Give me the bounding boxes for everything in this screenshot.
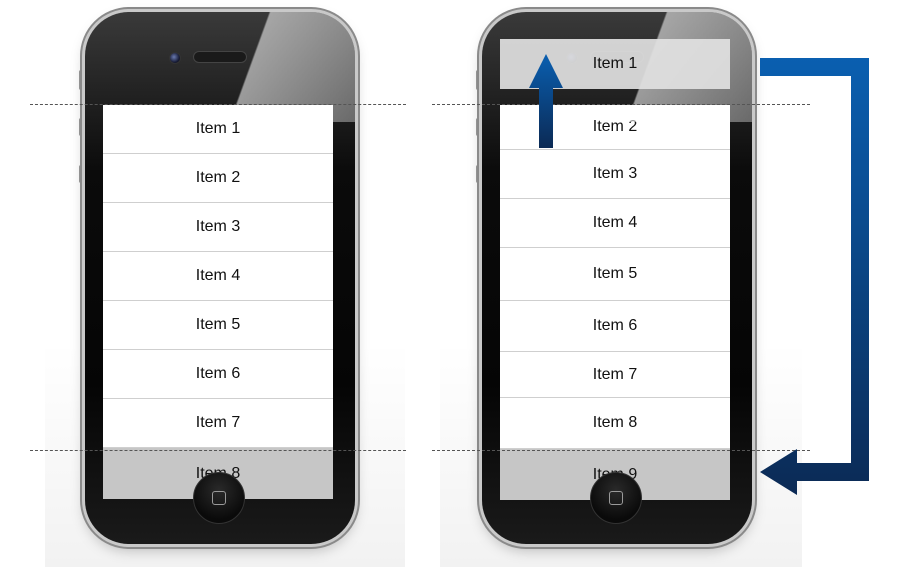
table-row[interactable]: Item 5 <box>500 248 730 301</box>
table-row[interactable]: Item 1 <box>103 105 333 154</box>
right-phone: Item 2 Item 3 Item 4 Item 5 Item 6 Item … <box>482 12 752 544</box>
left-phone-power-button <box>265 9 295 13</box>
table-row[interactable]: Item 8 <box>500 398 730 449</box>
table-row[interactable]: Item 3 <box>103 203 333 252</box>
left-phone-camera <box>169 52 181 64</box>
table-row[interactable]: Item 4 <box>500 199 730 248</box>
bottom-guide-line-left <box>30 450 406 451</box>
left-phone-volume-up <box>79 118 83 136</box>
home-square-icon <box>609 491 623 505</box>
left-phone-home-button[interactable] <box>193 472 245 524</box>
table-row[interactable]: Item 2 <box>500 105 730 150</box>
home-square-icon <box>212 491 226 505</box>
table-row[interactable]: Item 4 <box>103 252 333 301</box>
table-row[interactable]: Item 2 <box>103 154 333 203</box>
right-phone-mute-switch <box>476 70 480 90</box>
table-row[interactable]: Item 5 <box>103 301 333 350</box>
left-phone-volume-down <box>79 165 83 183</box>
bottom-guide-line-right <box>432 450 810 451</box>
right-phone-power-button <box>662 9 692 13</box>
left-phone-mute-switch <box>79 70 83 90</box>
loop-arrow-icon <box>760 58 869 495</box>
top-guide-line-right <box>432 104 810 105</box>
table-row[interactable]: Item 6 <box>103 350 333 399</box>
top-guide-line-left <box>30 104 406 105</box>
right-phone-volume-up <box>476 118 480 136</box>
table-row[interactable]: Item 3 <box>500 150 730 199</box>
table-row[interactable]: Item 7 <box>500 352 730 398</box>
table-row[interactable]: Item 6 <box>500 301 730 352</box>
right-phone-home-button[interactable] <box>590 472 642 524</box>
right-phone-volume-down <box>476 165 480 183</box>
up-arrow-icon <box>529 54 563 148</box>
left-phone-speaker <box>193 51 247 63</box>
right-phone-screen: Item 2 Item 3 Item 4 Item 5 Item 6 Item … <box>500 105 730 500</box>
table-row[interactable]: Item 7 <box>103 399 333 448</box>
